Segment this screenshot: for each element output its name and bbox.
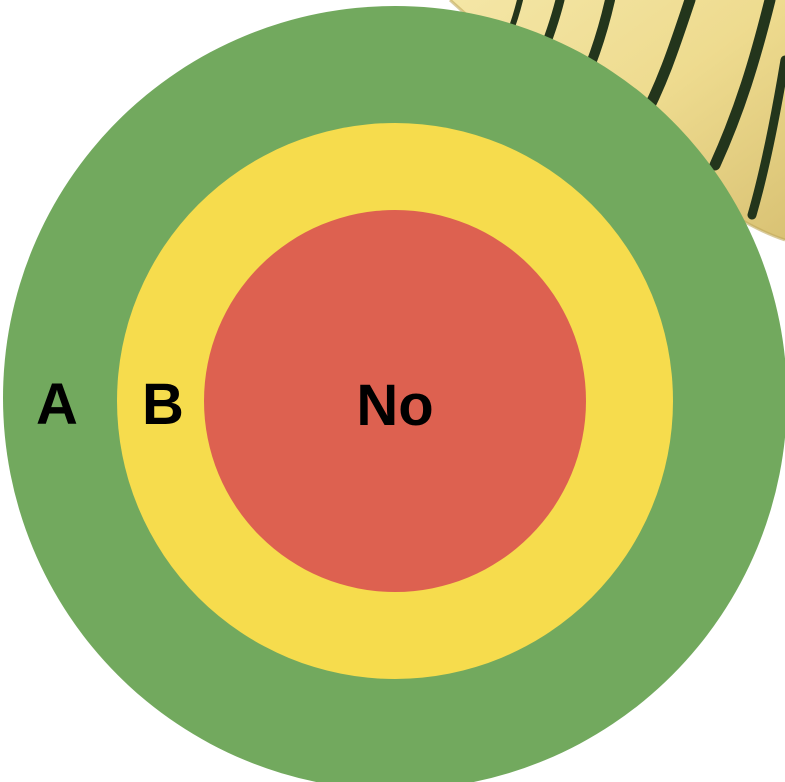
ring-a-label: A [36, 372, 78, 437]
ring-no-label: No [356, 373, 433, 438]
ring-b-label: B [142, 372, 184, 437]
